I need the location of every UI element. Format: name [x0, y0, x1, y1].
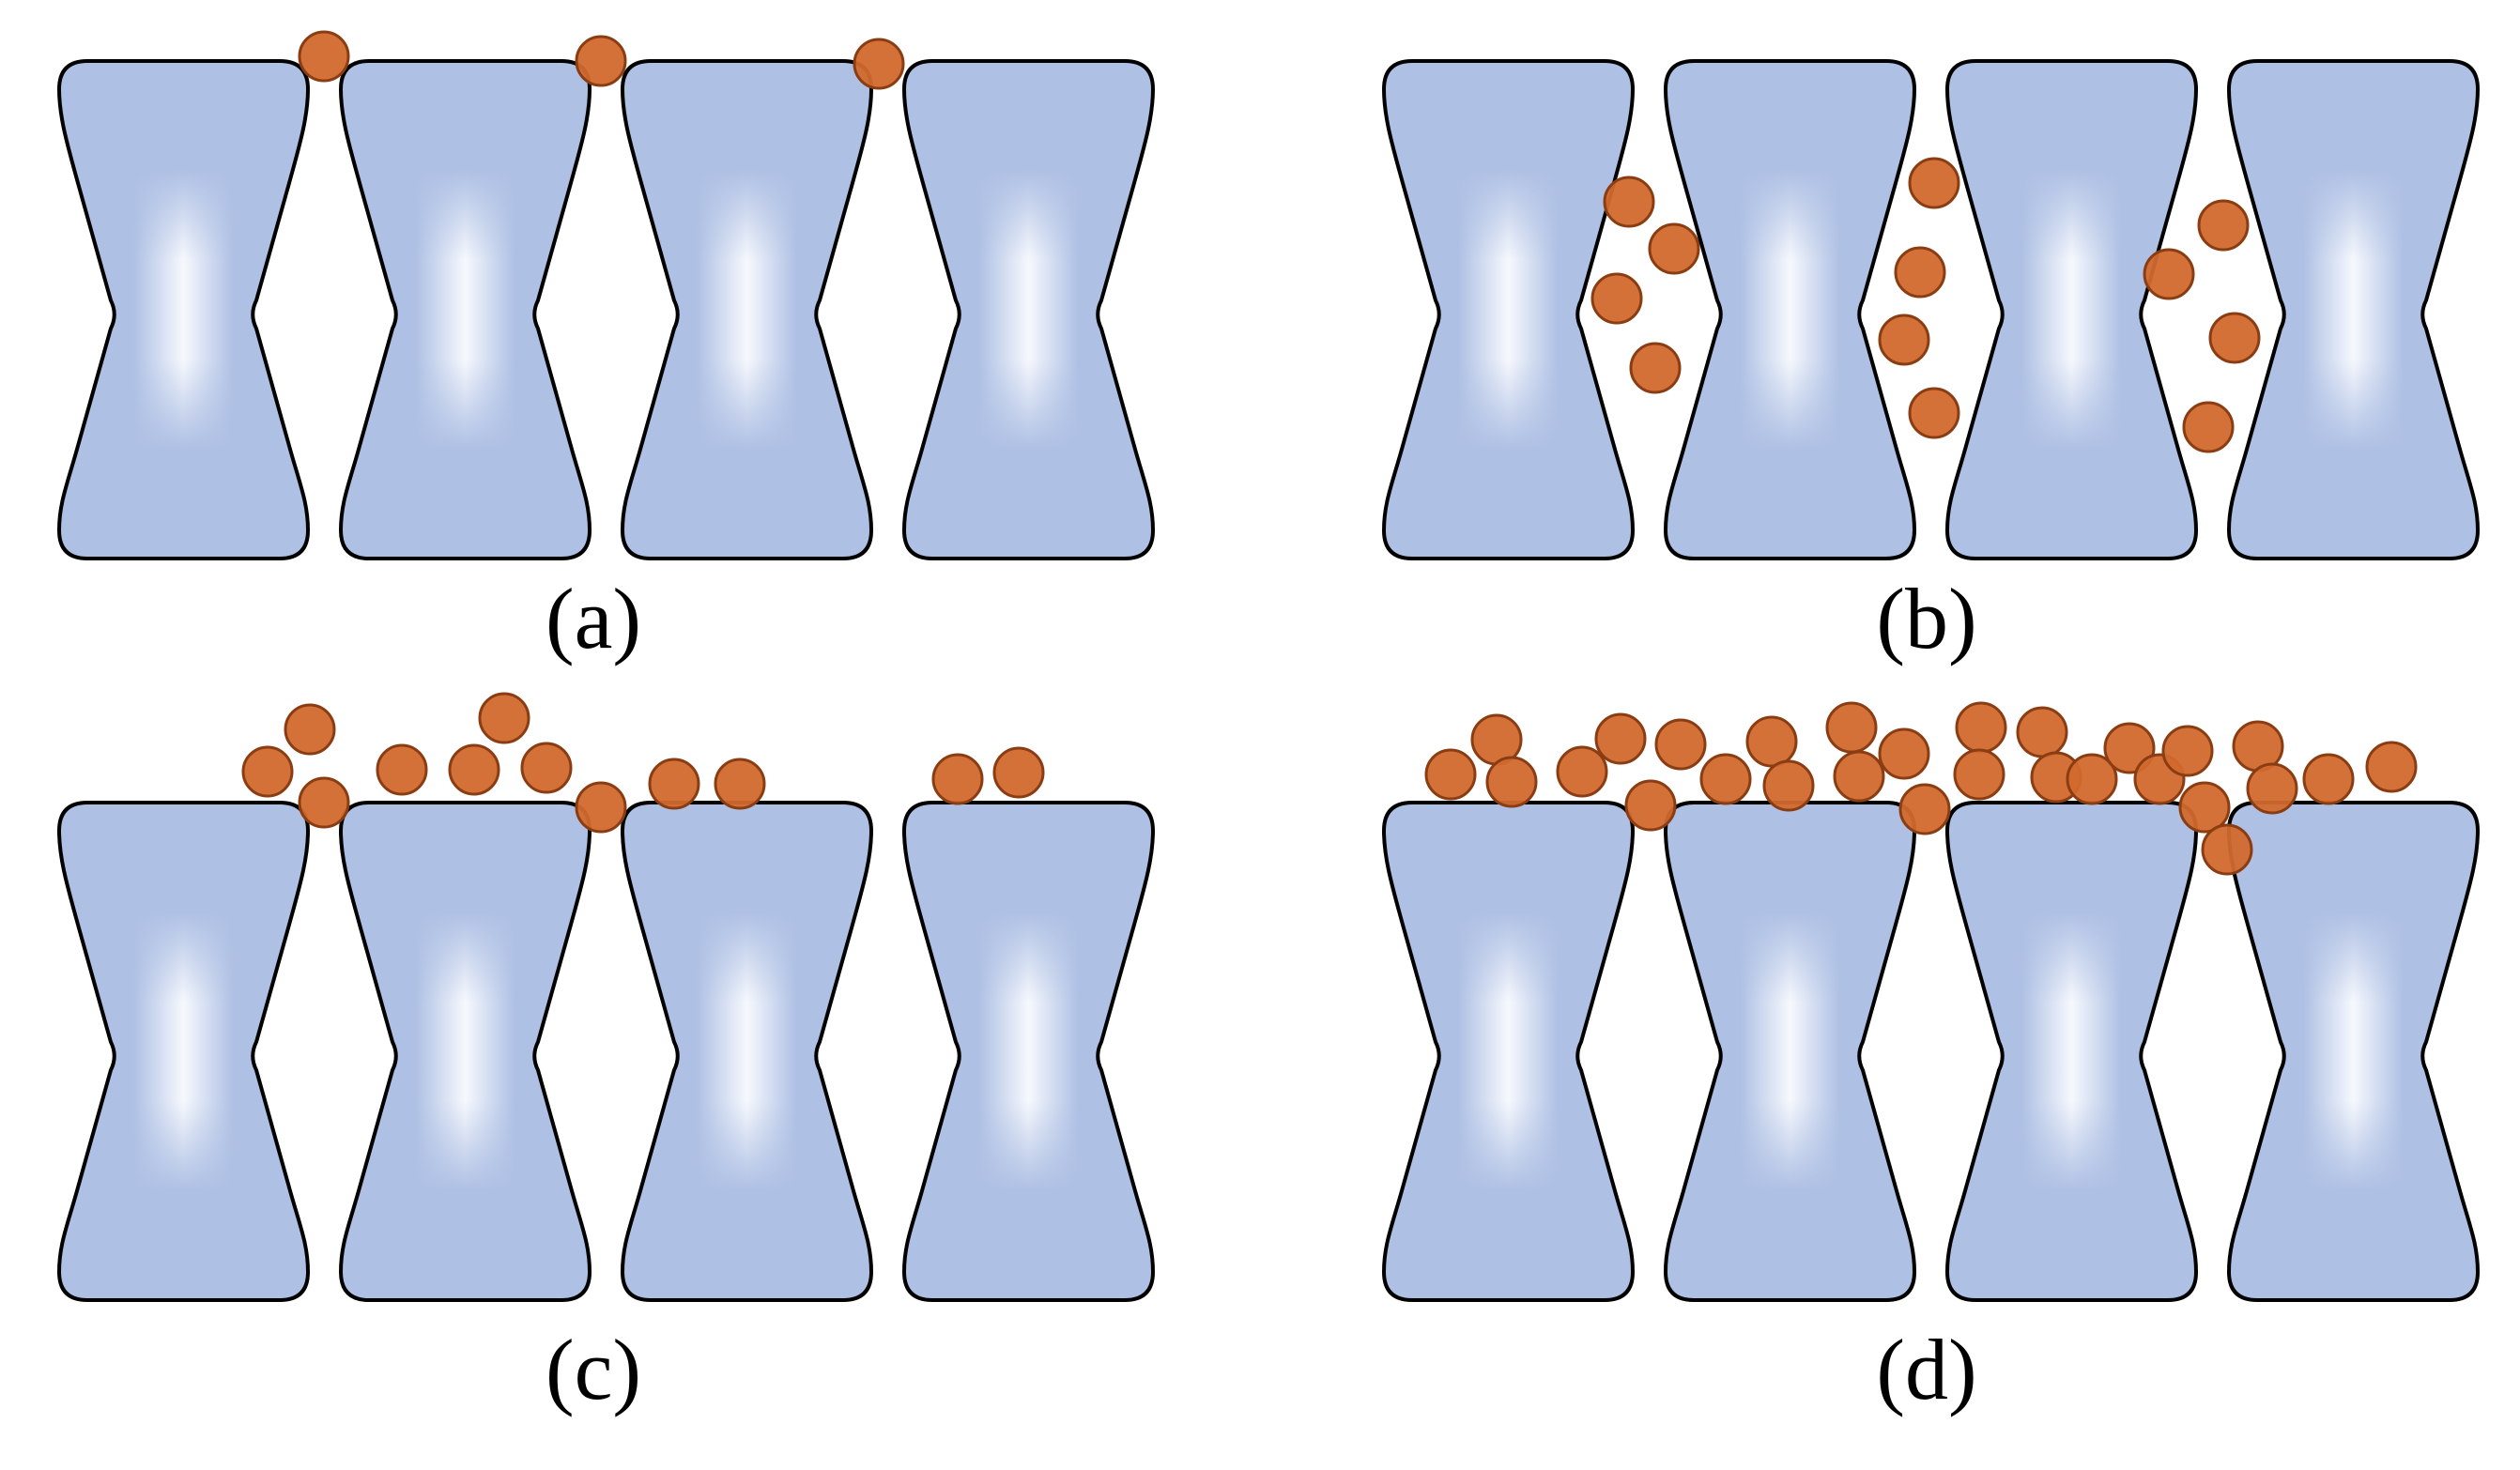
membrane-unit [1382, 801, 1635, 1302]
particle [1629, 342, 1682, 394]
membrane-unit [1945, 59, 2198, 560]
membrane-unit [339, 801, 592, 1302]
particle [1825, 701, 1878, 754]
particle [575, 781, 627, 834]
particle [2066, 753, 2118, 805]
particle [931, 753, 984, 805]
particle-group [1424, 701, 2418, 876]
particle [1878, 727, 1930, 780]
membrane-unit [1945, 801, 2198, 1302]
particle [2016, 706, 2068, 758]
membrane-unit [2227, 59, 2480, 560]
particle [2201, 823, 2253, 876]
particle [1898, 783, 1951, 835]
particle [2302, 753, 2355, 805]
particle-group [1590, 157, 2261, 453]
panel-caption: (d) [1876, 1322, 1976, 1417]
membrane-unit [902, 801, 1155, 1302]
particle [648, 758, 700, 810]
particle [1908, 157, 1960, 209]
particle [2197, 199, 2250, 252]
particle-group [241, 692, 1045, 834]
panel-caption: (b) [1876, 571, 1976, 666]
particle [1699, 753, 1752, 805]
membrane-row [1382, 801, 2480, 1302]
particle [2208, 312, 2261, 364]
particle [1833, 750, 1885, 803]
particle [2161, 725, 2214, 777]
particle [1603, 176, 1655, 228]
particle [1878, 314, 1930, 366]
panel-caption: (a) [545, 571, 641, 666]
membrane-row [57, 59, 1155, 560]
particle [2246, 762, 2298, 815]
particle [575, 35, 627, 87]
membrane-unit [621, 59, 873, 560]
panel-d: (d) [1382, 701, 2480, 1417]
particle [1745, 715, 1798, 768]
particle [376, 743, 428, 796]
particle [1594, 712, 1647, 765]
particle [2103, 722, 2156, 774]
membrane-row [1382, 59, 2480, 560]
particle [1894, 246, 1946, 299]
membrane-unit [339, 59, 592, 560]
particle [1648, 222, 1700, 275]
panel-c: (c) [57, 692, 1155, 1417]
particle [1762, 759, 1815, 812]
membrane-unit [57, 59, 310, 560]
particle [714, 758, 766, 810]
panel-caption: (c) [545, 1322, 641, 1417]
membrane-unit [2227, 801, 2480, 1302]
particle [1654, 718, 1707, 771]
particle [1953, 748, 2005, 801]
particle [520, 742, 573, 794]
membrane-unit [621, 801, 873, 1302]
particle [284, 703, 336, 756]
panel-b: (b) [1382, 59, 2480, 666]
panel-a: (a) [57, 30, 1155, 666]
particle [1624, 779, 1677, 832]
membrane-unit [57, 801, 310, 1302]
particle [1485, 756, 1538, 808]
membrane-unit [902, 59, 1155, 560]
particle [853, 38, 905, 90]
particle [992, 746, 1045, 799]
particle [298, 776, 350, 829]
particle [298, 30, 350, 83]
particle [478, 692, 530, 744]
particle [1556, 745, 1608, 798]
particle [1908, 387, 1960, 439]
particle [1955, 701, 2007, 754]
particle-group [298, 30, 905, 90]
particle [1424, 748, 1477, 801]
particle [2365, 741, 2418, 793]
particle [2143, 248, 2195, 300]
membrane-row [57, 801, 1155, 1302]
particle [2178, 781, 2231, 834]
particle [448, 743, 500, 796]
particle [2182, 401, 2235, 453]
membrane-unit [1664, 59, 1916, 560]
particle [1590, 272, 1643, 325]
membrane-unit [1664, 801, 1916, 1302]
particle [241, 745, 294, 798]
